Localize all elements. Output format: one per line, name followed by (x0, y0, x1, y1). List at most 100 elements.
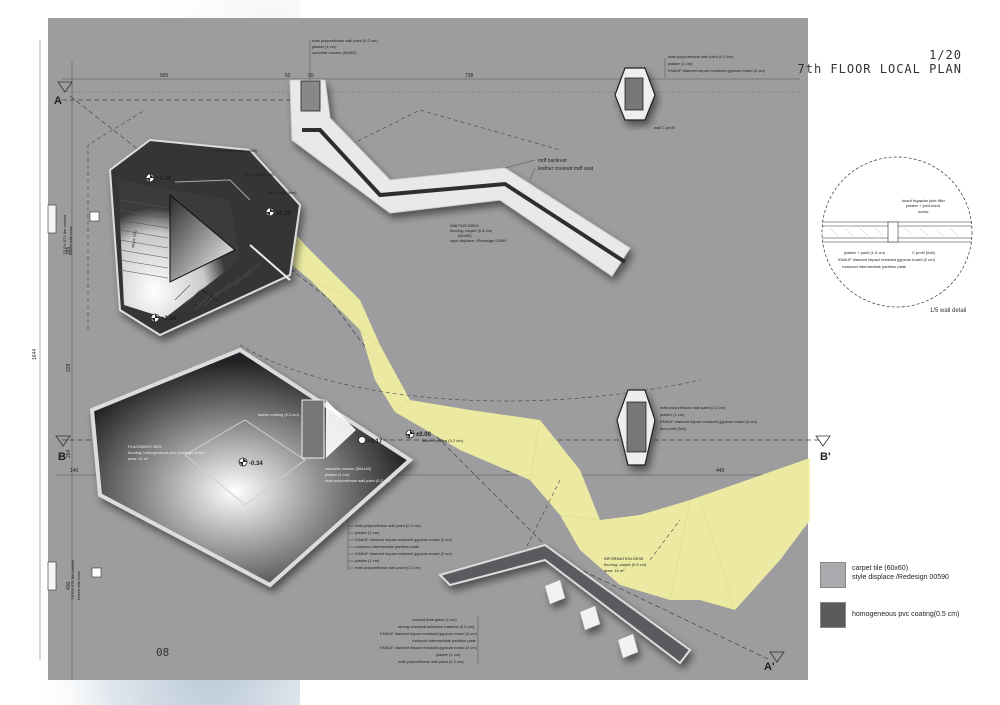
dim-left-total: 1644 (32, 349, 38, 360)
box-wall-layer-6: plaster (1 cm) (355, 558, 380, 563)
detail-label-rockwool: rockwool intermediate partition plate (842, 264, 907, 269)
dim-left-1: 395 (66, 246, 72, 255)
level-mark-stair-bottom: +2.58 (150, 313, 177, 323)
bench-leaders (309, 40, 536, 181)
level-mark-pit: -0.34 (238, 457, 263, 467)
dim-left-3: 264 (66, 449, 72, 458)
desk-wall-layer-1: colored float glass (2 cm) (412, 617, 457, 622)
placement-box-area: area: 25 m² (128, 456, 149, 461)
column-center-right (616, 389, 656, 466)
legend-label-carpet: carpet tile (60x60) style displace /Rede… (852, 565, 949, 581)
box-wall-layer-7: matt polyurethane wall paint (0.2 cm) (355, 565, 421, 570)
stair-dim-steps-11: steps (11) (130, 229, 137, 248)
section-marker-a: A (54, 81, 73, 107)
waiting-area-style: style displace: /Redesign 00590 (450, 238, 507, 243)
box-column-callout-3: matt polyurethane wall paint (0.2 cm) (325, 478, 391, 483)
detail-label-c-profil: C profil (6x8) (912, 250, 936, 255)
desk-wall-layer-6: plaster (1 cm) (436, 652, 461, 657)
box-column-callout-1: concrete column (50x140) (325, 466, 372, 471)
ladder-top-callout: ladder coating (0.2 cm) (422, 438, 464, 443)
svg-text:based with hose: based with hose (76, 570, 81, 600)
level-mark-center: ±0.00 (405, 429, 432, 439)
light-path (262, 205, 810, 610)
stair-leaders (189, 149, 268, 201)
svg-text:-0.34: -0.34 (249, 461, 263, 467)
desk-wall-layer-3: KNAUF diamant impact resistant gypsum bo… (380, 631, 478, 636)
placement-box (89, 347, 414, 588)
dim-top-4: 738 (465, 73, 474, 79)
dim-top-3: 50 (308, 73, 314, 79)
svg-text:A: A (54, 95, 62, 107)
detail-label-joint-filler: knauf fugaplus joint filler (902, 198, 946, 203)
dim-mid-3: 440 (716, 468, 725, 474)
center-column-callout-2: plaster (1 cm) (660, 412, 685, 417)
fire-cabinet-top: TS EN 671 fire cabinet based with hose (47, 204, 100, 255)
svg-text:B': B' (820, 451, 831, 463)
info-desk-title: INFORMATION DESK (604, 556, 644, 561)
box-column-callout-2: plaster (1 cm) (325, 472, 350, 477)
drawing-name: 7th FLOOR LOCAL PLAN (797, 62, 962, 76)
column-right-callout-1: matt polyurethane wall paint (0.2 cm) (668, 54, 734, 59)
wall-c-profil-label: wall C profil (654, 125, 675, 130)
desk-wall-layer-4: rockwool intermediate partition plate (412, 638, 477, 643)
stair-structure (108, 138, 302, 337)
level-mark-box: +0.17 (358, 436, 383, 445)
column-right-callout-2: plaster (1 cm) (668, 61, 693, 66)
column-callout-3: concrete column (50x80) (312, 50, 357, 55)
desk-wall-layer-5: KNAUF diamant impact resistant gypsum bo… (380, 645, 478, 650)
drawing-scale: 1/20 (929, 48, 962, 62)
level-mark-stair-top: +1.30 (145, 173, 172, 183)
section-marker-b-prime: B' (815, 435, 831, 463)
waiting-area-flooring: flooring: carpet (0.5 cm) (450, 228, 493, 233)
waiting-bench (289, 79, 631, 277)
column-right-callout-3: KNAUF diamant impact resistant gypsum bo… (668, 68, 766, 73)
box-wall-layer-2: plaster (1 cm) (355, 530, 380, 535)
legend-label-pvc: homogeneous pvc coating(0.5 cm) (852, 611, 960, 618)
dim-left-2: 228 (66, 363, 72, 372)
info-desk-area: area: 15 m² (604, 568, 625, 573)
fire-cabinet-bottom: TS EN 671 fire cabinet based with hose (47, 559, 102, 600)
svg-text:±0.00: ±0.00 (416, 432, 432, 438)
svg-text:B: B (58, 451, 66, 463)
waiting-area-title: WAITING AREA (450, 223, 479, 228)
waiting-area-size: (60x60) (458, 233, 472, 238)
bench-callout-backrest: mdf backrest (538, 158, 567, 164)
stair-callout-step: steel step (4cm) (268, 190, 297, 195)
dim-mid-1: 140 (70, 468, 79, 474)
section-marker-b: B (55, 435, 71, 463)
dim-top-1: 565 (160, 73, 169, 79)
svg-text:A': A' (764, 661, 775, 673)
wall-detail: knauf fugaplus joint filler plaster + jo… (821, 156, 973, 308)
stair-callout-construction: steel construction (Ø50) (215, 148, 258, 153)
svg-text:TS EN 671 fire cabinet: TS EN 671 fire cabinet (62, 214, 67, 255)
box-wall-layer-5: KNAUF diamant impact resistant gypsum bo… (355, 551, 453, 556)
box-wall-layer-1: matt polyurethane wall paint (0.2 cm) (355, 523, 421, 528)
legend-swatch-carpet (820, 562, 846, 588)
column-callout-1: matt polyurethane wall paint (0.2 cm) (312, 38, 378, 43)
svg-text:based with hose: based with hose (68, 225, 73, 255)
center-column-callout-3: KNAUF diamant impact resistant gypsum bo… (660, 419, 758, 424)
desk-wall-layer-7: matt polyurethane wall paint (0.2 cm) (398, 659, 464, 664)
box-wall-layer-4: rockwool intermediate partition plate (355, 544, 420, 549)
svg-text:+1.30: +1.30 (156, 176, 172, 182)
column-callout-2: plaster (1 cm) (312, 44, 337, 49)
desk-wall-layer-2: strong chemical adhesive material (0.5 c… (398, 624, 475, 629)
detail-label-knauf: KNAUF diamant impact resistant gypsum bo… (838, 257, 936, 262)
wall-detail-caption: 1/5 wall detail (930, 308, 967, 314)
stair-callout-railings: steel railings Ø5 (245, 172, 274, 177)
svg-text:±0.20: ±0.20 (276, 211, 292, 217)
ladder-callout: ladder coating (0.2 cm) (258, 412, 300, 417)
legend-swatch-pvc (820, 602, 846, 628)
box-wall-leaders (347, 520, 354, 570)
placement-box-title: PLACEMENT BOX (128, 444, 162, 449)
drawing-title: 1/20 7th FLOOR LOCAL PLAN (798, 48, 963, 76)
sheet-number: 08 (156, 646, 170, 659)
detail-label-screw: screw (918, 209, 929, 214)
dim-left-4: 400 (66, 581, 72, 590)
detail-label-plaster: plaster + paint (1.5 cm) (844, 250, 886, 255)
info-desk-flooring: flooring: carpet (0.5 cm) (604, 562, 647, 567)
section-marker-a-prime: A' (764, 651, 785, 673)
center-column-callout-4: box profil (5x5) (660, 426, 687, 431)
